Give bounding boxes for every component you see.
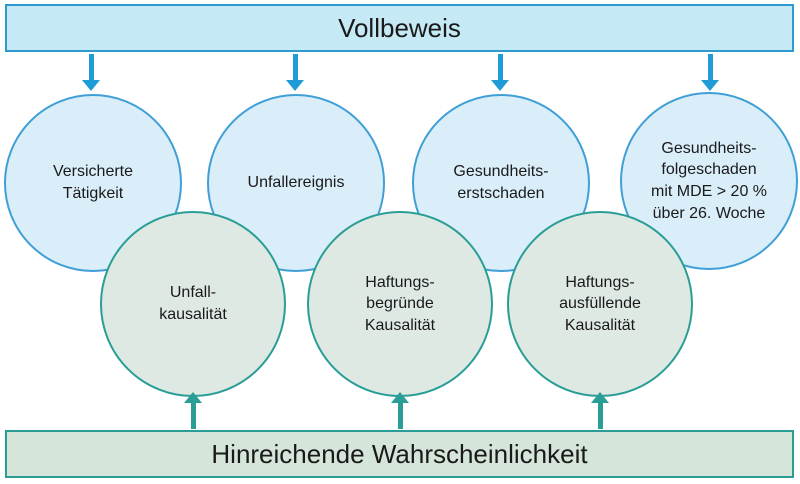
- circle-haftungsausfuellende-kausalitaet: Haftungs- ausfüllende Kausalität: [507, 211, 693, 397]
- up-arrow-icon: [591, 392, 609, 429]
- circle-gesundheitsfolgeschaden: Gesundheits- folgeschaden mit MDE > 20 %…: [620, 92, 798, 270]
- circle-haftungsbegruendende-kausalitaet: Haftungs- begründe Kausalität: [307, 211, 493, 397]
- circle-label: Gesundheits- folgeschaden mit MDE > 20 %…: [650, 139, 768, 222]
- down-arrow-shaft: [497, 54, 503, 80]
- up-arrow-head: [184, 392, 202, 403]
- down-arrow-head: [491, 80, 509, 91]
- down-arrow-shaft: [707, 54, 713, 80]
- circle-label: Haftungs- ausfüllende Kausalität: [559, 273, 641, 334]
- circle-unfallkausalitaet: Unfall- kausalität: [100, 211, 286, 397]
- circle-label: Versicherte Tätigkeit: [52, 163, 134, 202]
- down-arrow-icon: [701, 54, 719, 91]
- up-arrow-icon: [391, 392, 409, 429]
- down-arrow-icon: [82, 54, 100, 91]
- down-arrow-icon: [491, 54, 509, 91]
- down-arrow-head: [82, 80, 100, 91]
- bottom-banner: Hinreichende Wahrscheinlichkeit: [5, 430, 794, 478]
- down-arrow-shaft: [292, 54, 298, 80]
- bottom-banner-label: Hinreichende Wahrscheinlichkeit: [211, 438, 588, 469]
- up-arrow-head: [391, 392, 409, 403]
- down-arrow-head: [286, 80, 304, 91]
- circle-label: Unfallereignis: [247, 174, 345, 192]
- circle-label: Unfall- kausalität: [159, 284, 227, 323]
- circle-versicherte-taetigkeit: Versicherte Tätigkeit: [4, 94, 182, 272]
- down-arrow-head: [701, 80, 719, 91]
- down-arrow-shaft: [88, 54, 94, 80]
- up-arrow-head: [591, 392, 609, 403]
- top-banner: Vollbeweis: [5, 4, 794, 52]
- up-arrow-shaft: [397, 403, 403, 429]
- circle-label: Gesundheits- erstschaden: [453, 163, 549, 202]
- up-arrow-shaft: [190, 403, 196, 429]
- up-arrow-icon: [184, 392, 202, 429]
- top-banner-label: Vollbeweis: [338, 12, 461, 43]
- down-arrow-icon: [286, 54, 304, 91]
- circle-label: Haftungs- begründe Kausalität: [364, 273, 436, 334]
- up-arrow-shaft: [597, 403, 603, 429]
